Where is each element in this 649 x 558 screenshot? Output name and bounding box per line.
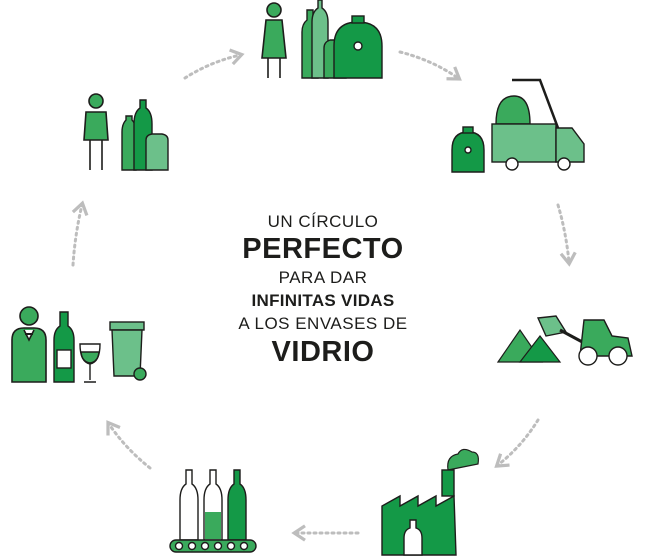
person-icon [83, 93, 109, 170]
arrow-top-left [183, 48, 245, 80]
stage-bottling-line [169, 469, 257, 553]
bottle-bank-icon [333, 15, 383, 79]
tagline-line-4: INFINITAS VIDAS [251, 291, 395, 310]
stage-consumer-buying [83, 93, 169, 171]
bottles-on-conveyor-icon [169, 469, 257, 553]
smoke-icon [447, 448, 479, 471]
person-icon [261, 2, 287, 78]
arrow-left-upper [71, 200, 89, 267]
bottle-bank-icon [451, 126, 485, 173]
cullet-piles-icon [496, 328, 562, 363]
stage-collection-truck [451, 78, 585, 173]
wine-bottle-icon [53, 311, 75, 383]
stage-processing [496, 315, 633, 366]
tagline-line-5: A LOS ENVASES DE [238, 314, 408, 333]
front-loader-icon [536, 315, 633, 366]
stage-recycling-bins [261, 0, 383, 79]
arrow-left-lower [106, 420, 152, 470]
stage-glass-factory [381, 448, 479, 556]
factory-icon [381, 469, 457, 556]
arrow-top-right [398, 50, 462, 81]
tagline-line-2: PERFECTO [242, 233, 404, 265]
tagline-line-6: VIDRIO [271, 336, 375, 368]
center-tagline: UN CÍRCULO PERFECTO PARA DAR INFINITAS V… [205, 213, 441, 367]
wine-glass-icon [79, 343, 101, 383]
arrow-right-lower [494, 418, 540, 468]
arrow-right-upper [556, 203, 577, 267]
tagline-line-3: PARA DAR [278, 268, 368, 287]
waiter-icon [11, 306, 47, 383]
crane-truck-icon [491, 78, 585, 171]
glass-bottles-icon [121, 99, 169, 171]
stage-hospitality [11, 306, 147, 383]
cycle-arrows [71, 48, 577, 542]
green-bin-icon [109, 321, 147, 381]
tagline-line-1: UN CÍRCULO [267, 212, 379, 231]
